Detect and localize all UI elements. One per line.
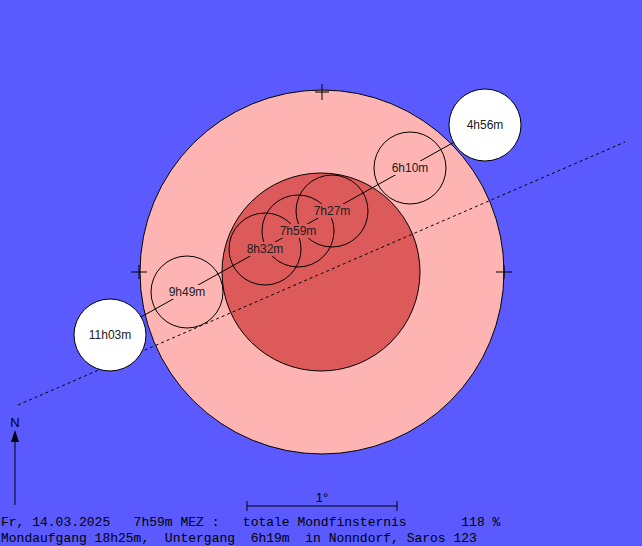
time-label: 8h32m <box>246 242 285 256</box>
moon-position: 9h49m <box>150 255 224 329</box>
moon-position: 11h03m <box>73 298 147 372</box>
time-label: 11h03m <box>88 328 132 342</box>
info-line: Fr, 14.03.2025 7h59m MEZ : totale Mondfi… <box>1 515 500 530</box>
north-arrow <box>11 430 19 505</box>
time-label: 4h56m <box>466 118 505 132</box>
info-line: Mondaufgang 18h25m, Untergang 6h19m in N… <box>1 531 477 546</box>
time-label: 7h59m <box>279 224 318 238</box>
moon-position: 4h56m <box>448 88 522 162</box>
time-label: 9h49m <box>168 285 207 299</box>
moon-position: 6h10m <box>373 131 447 205</box>
time-label: 6h10m <box>391 161 430 175</box>
scale-label: 1° <box>316 490 328 505</box>
north-label: N <box>10 415 19 430</box>
moon-path <box>80 107 517 351</box>
ecliptic-line <box>18 142 625 405</box>
umbra <box>222 173 420 371</box>
time-label: 7h27m <box>313 204 352 218</box>
